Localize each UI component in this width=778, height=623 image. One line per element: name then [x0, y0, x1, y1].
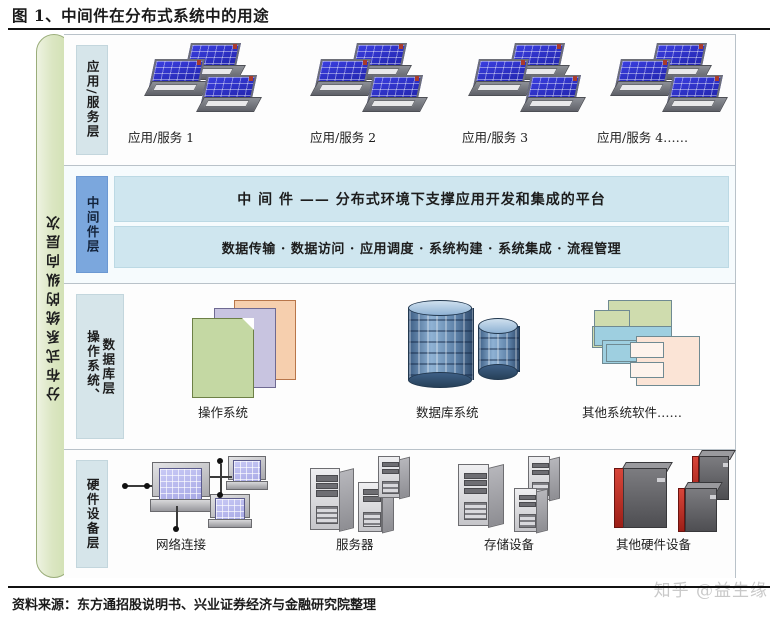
application-label-2: 应用/服务 2 — [310, 130, 377, 145]
hardware-cabinet-icon — [678, 482, 724, 532]
database-cylinder-large-icon — [408, 300, 474, 388]
laptop-icon — [196, 75, 262, 112]
application-label-1: 应用/服务 1 — [128, 130, 195, 145]
layer-application-body: 应用/服务 1 应用/服务 2 应用/服务 3 应用/服务 4…… — [114, 35, 735, 165]
network-node-dot — [217, 458, 223, 464]
storage-device-icon — [458, 464, 504, 528]
os-database-icon-row — [130, 296, 735, 398]
layer-os-database-body: 操作系统 数据库系统 其他系统软件…… — [130, 284, 735, 449]
network-link-line — [126, 485, 152, 487]
window-panel-peach — [630, 362, 664, 378]
middleware-headline: 中 间 件 —— 分布式环境下支撑应用开发和集成的平台 — [237, 192, 606, 208]
layer-hardware-body: 网络连接 服务器 存储设备 其他硬件设备 — [114, 450, 736, 578]
server-tower-icon — [310, 468, 354, 532]
network-node-dot — [122, 483, 128, 489]
document-page-green — [192, 318, 254, 398]
laptop-icon — [504, 43, 570, 80]
server-cluster-icon — [310, 456, 430, 534]
laptop-icon — [520, 75, 586, 112]
laptop-group-2 — [304, 41, 444, 117]
hardware-label-1: 网络连接 — [156, 537, 207, 552]
layer-chip-middleware: 中间件层 — [76, 176, 108, 273]
software-windows-icon — [580, 300, 702, 388]
laptop-icon — [646, 43, 712, 80]
middleware-capability-band: 数据传输 · 数据访问 · 应用调度 · 系统构建 · 系统集成 · 流程管理 — [114, 226, 729, 268]
laptop-icon — [310, 59, 376, 96]
network-node-dot — [217, 492, 223, 498]
other-hardware-cluster-icon — [614, 450, 754, 532]
documents-stack-icon — [192, 300, 302, 398]
hardware-icon-row — [114, 450, 736, 534]
layer-chip-os-label-left: 操作系统、 — [85, 330, 100, 403]
title-divider — [8, 28, 770, 30]
storage-device-icon — [514, 488, 548, 534]
layer-os-database: 数据库层 操作系统、 — [64, 284, 735, 450]
application-label-4: 应用/服务 4…… — [597, 130, 689, 145]
vertical-banner-label: 分布式系统的纵向层次 — [46, 211, 62, 401]
middleware-headline-band: 中 间 件 —— 分布式环境下支撑应用开发和集成的平台 — [114, 176, 729, 222]
hardware-label-3: 存储设备 — [484, 537, 535, 552]
window-panel-peach — [630, 342, 664, 358]
layer-application: 应用/服务层 — [64, 35, 735, 166]
hardware-cabinet-icon — [614, 462, 676, 528]
layer-hardware: 硬件设备层 — [64, 450, 736, 578]
server-tower-icon — [378, 456, 410, 500]
os-label-2: 数据库系统 — [416, 405, 479, 420]
layer-middleware: 中间件层 中 间 件 —— 分布式环境下支撑应用开发和集成的平台 数据传输 · … — [64, 166, 735, 284]
network-link-line — [220, 464, 222, 496]
os-label-3: 其他系统软件…… — [582, 405, 683, 420]
laptop-icon — [346, 43, 412, 80]
laptop-icon — [144, 59, 210, 96]
desktop-computer-icon — [149, 462, 213, 512]
desktop-computer-icon — [208, 494, 252, 528]
application-icon-row — [114, 41, 735, 119]
laptop-group-4 — [604, 41, 744, 117]
laptop-icon — [180, 43, 246, 80]
layer-chip-os-label-right: 数据库层 — [100, 337, 116, 396]
layer-chip-application-label: 应用/服务层 — [84, 60, 100, 140]
database-cylinder-small-icon — [478, 318, 520, 380]
layer-stack: 应用/服务层 — [64, 34, 736, 578]
hardware-label-row: 网络连接 服务器 存储设备 其他硬件设备 — [114, 534, 735, 558]
diagram-container: 分布式系统的纵向层次 应用/服务层 — [36, 34, 736, 578]
application-label-row: 应用/服务 1 应用/服务 2 应用/服务 3 应用/服务 4…… — [114, 127, 735, 153]
hardware-label-4: 其他硬件设备 — [616, 537, 692, 552]
source-note: 资料来源：东方通招股说明书、兴业证券经济与金融研究院整理 — [12, 598, 377, 613]
layer-chip-os-database: 数据库层 操作系统、 — [76, 294, 124, 439]
laptop-icon — [362, 75, 428, 112]
network-node-dot — [173, 526, 179, 532]
laptop-group-3 — [462, 41, 602, 117]
watermark: 知乎 @益生缘 — [653, 581, 768, 601]
hardware-label-2: 服务器 — [336, 537, 374, 552]
layer-middleware-body: 中 间 件 —— 分布式环境下支撑应用开发和集成的平台 数据传输 · 数据访问 … — [114, 166, 735, 283]
application-label-3: 应用/服务 3 — [462, 130, 529, 145]
page-title: 图 1、中间件在分布式系统中的用途 — [12, 6, 270, 25]
middleware-capabilities: 数据传输 · 数据访问 · 应用调度 · 系统构建 · 系统集成 · 流程管理 — [221, 241, 622, 257]
os-label-1: 操作系统 — [198, 405, 249, 420]
network-link-line — [176, 506, 178, 530]
laptop-group-1 — [138, 41, 278, 117]
layer-chip-hardware-label: 硬件设备层 — [84, 477, 100, 551]
laptop-icon — [468, 59, 534, 96]
laptop-icon — [662, 75, 728, 112]
desktop-computer-icon — [226, 456, 268, 490]
network-node-dot — [144, 483, 150, 489]
layer-chip-application: 应用/服务层 — [76, 45, 108, 155]
layer-chip-hardware: 硬件设备层 — [76, 460, 108, 568]
storage-cluster-icon — [458, 456, 588, 534]
footer-divider — [8, 586, 770, 588]
network-cluster-icon — [122, 456, 292, 532]
figure-title-bar: 图 1、中间件在分布式系统中的用途 — [0, 0, 778, 30]
layer-chip-middleware-label: 中间件层 — [84, 195, 100, 254]
middleware-bands: 中 间 件 —— 分布式环境下支撑应用开发和集成的平台 数据传输 · 数据访问 … — [114, 176, 729, 268]
os-database-label-row: 操作系统 数据库系统 其他系统软件…… — [130, 402, 735, 426]
laptop-icon — [610, 59, 676, 96]
